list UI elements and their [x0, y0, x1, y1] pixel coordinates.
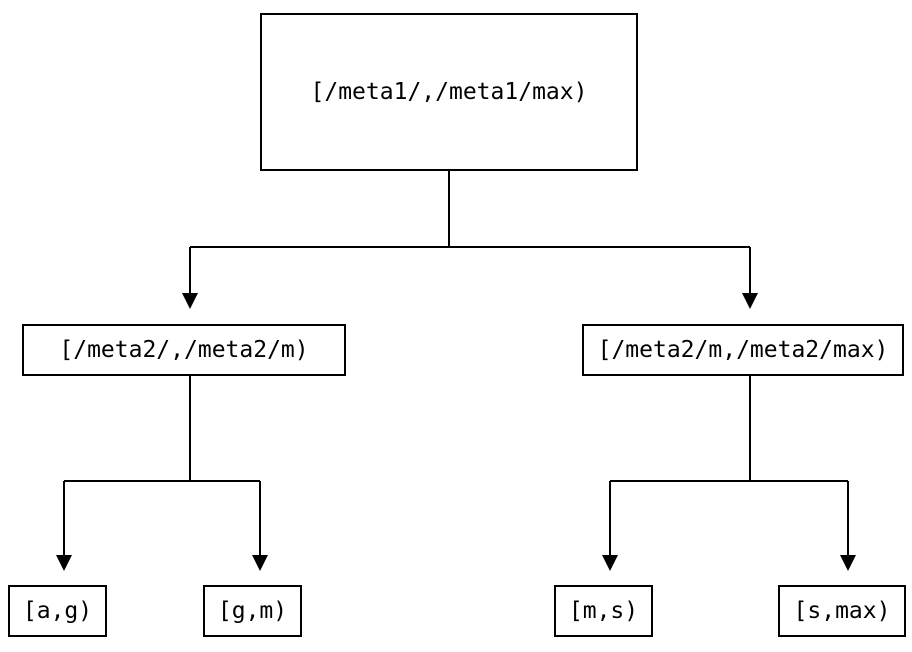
- node-root: [/meta1/,/meta1/max): [260, 13, 638, 171]
- node-leaf-1: [a,g): [8, 585, 107, 637]
- arrowhead-leaf-3: [602, 555, 618, 571]
- arrowhead-left-mid: [182, 293, 198, 309]
- node-leaf-3-label: [m,s): [568, 597, 639, 624]
- node-leaf-1-label: [a,g): [22, 597, 93, 624]
- arrowhead-right-mid: [742, 293, 758, 309]
- arrowhead-leaf-4: [840, 555, 856, 571]
- node-leaf-2: [g,m): [203, 585, 302, 637]
- node-left-mid-label: [/meta2/,/meta2/m): [59, 336, 309, 363]
- node-leaf-3: [m,s): [554, 585, 653, 637]
- node-left-mid: [/meta2/,/meta2/m): [22, 324, 346, 376]
- node-right-mid: [/meta2/m,/meta2/max): [582, 324, 904, 376]
- node-leaf-4-label: [s,max): [793, 597, 891, 624]
- node-leaf-4: [s,max): [778, 585, 906, 637]
- arrowhead-leaf-2: [252, 555, 268, 571]
- node-right-mid-label: [/meta2/m,/meta2/max): [597, 336, 889, 363]
- node-root-label: [/meta1/,/meta1/max): [310, 78, 588, 105]
- arrowhead-leaf-1: [56, 555, 72, 571]
- node-leaf-2-label: [g,m): [217, 597, 288, 624]
